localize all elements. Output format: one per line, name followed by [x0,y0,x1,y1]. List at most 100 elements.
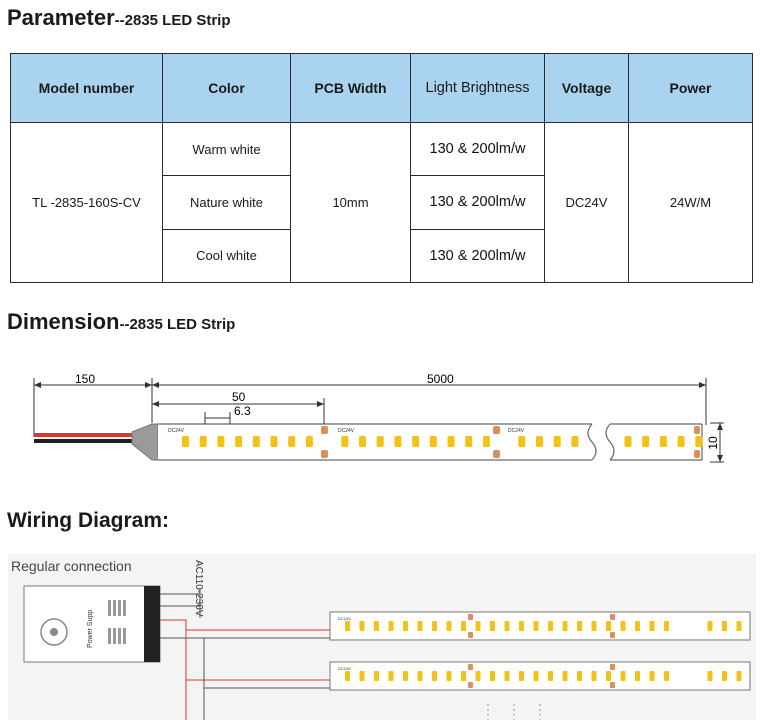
wiring-heading: Wiring Diagram: [7,509,169,533]
cell-brightness-3: 130 & 200lm/w [410,228,545,284]
led-chip [305,436,313,447]
led-chip [707,621,713,631]
solder-pad [610,682,615,688]
solder-pad [694,426,700,434]
led-chip [345,621,350,631]
solder-pad [321,426,328,434]
table-row: Nature white 130 & 200lm/w [11,175,753,230]
wiring-caption: Regular connection [11,558,132,574]
led-chip [388,671,394,681]
header-power: Power [628,53,753,123]
parameter-title: Parameter [7,5,115,30]
dimension-title: Dimension [7,309,120,334]
led-chip [199,436,207,447]
led-chip [722,671,727,681]
cell-power: 24W/M [628,122,753,283]
led-chip [736,671,742,681]
header-voltage: Voltage [544,53,629,123]
led-chip [620,621,626,631]
led-chip [461,671,466,681]
cell-voltage: DC24V [544,122,629,283]
solder-pad [610,614,615,620]
led-chip [359,671,365,681]
led-chip [536,436,543,447]
solder-pad [468,632,473,638]
cell-model-number: TL -2835-160S-CV [10,122,163,283]
led-chip [394,436,402,447]
solder-pad [493,450,500,458]
led-chip [620,671,626,681]
led-chip [359,436,366,447]
led-chip [571,436,579,447]
led-chip [374,671,379,681]
led-chip [635,621,640,631]
strip-body [329,611,751,641]
led-chip [664,621,669,631]
led-chip [635,671,640,681]
led-chip [722,621,727,631]
led-chip [659,436,667,447]
header-pcb-width: PCB Width [290,53,411,123]
strip1-pcb-label: DC24V [338,616,351,621]
led-chip [388,621,394,631]
dim-strip-length: 5000 [427,372,454,386]
led-chip [417,671,423,681]
led-chip [235,436,243,447]
led-chip [475,621,481,631]
led-row [182,436,703,447]
pcb-label-1: DC24V [168,428,185,434]
power-supply [23,585,161,663]
led-chip [562,621,568,631]
led-chip [403,621,408,631]
led-chip [288,436,296,447]
parameter-table: Model number Color PCB Width Light Brigh… [10,53,753,284]
led-chip [429,436,437,447]
wiring-title: Wiring Diagram: [7,509,169,532]
led-chip [624,436,632,447]
led-strip-2 [329,661,751,691]
solder-pad [468,664,473,670]
led-chip [642,436,650,447]
led-chip [376,436,384,447]
led-strip-1 [329,611,751,641]
led-chip [482,436,490,447]
led-chip [403,671,408,681]
led-chip [736,621,742,631]
solder-pad [321,450,328,458]
led-chip [707,671,713,681]
fan-icon [40,618,68,646]
wiring-diagram: Regular connection AC110-230V Power Supp… [8,554,756,720]
led-chip [475,671,481,681]
cell-brightness-2: 130 & 200lm/w [410,175,545,230]
dim-segment-length: 50 [232,390,246,404]
solder-pad [468,682,473,688]
break-mark [587,423,615,461]
dimension-subtitle: --2835 LED Strip [119,316,236,333]
dim-led-pitch: 6.3 [234,404,251,418]
led-chip [533,671,539,681]
led-chip [341,436,349,447]
solder-pads [321,426,700,458]
led-chip [548,671,553,681]
led-chip [490,621,495,631]
led-chip [252,436,260,447]
dimension-heading: Dimension--2835 LED Strip [7,309,235,335]
led-chip [412,436,420,447]
led-chip [519,621,524,631]
input-voltage-label: AC110-230V [193,560,204,617]
led-chip [664,671,669,681]
pcb-label-2: DC24V [338,428,355,434]
led-chip [432,621,437,631]
header-color: Color [162,53,291,123]
header-model-number: Model number [10,53,163,123]
led-chip [345,671,350,681]
cell-color-warm: Warm white [162,121,291,177]
led-chip [447,436,455,447]
led-chip [504,671,510,681]
solder-pad [610,632,615,638]
led-chip [695,436,703,447]
dim-width: 10 [706,436,720,450]
parameter-heading: Parameter--2835 LED Strip [7,5,231,31]
table-row: TL -2835-160S-CV Warm white 10mm 130 & 2… [10,121,753,283]
parameter-subtitle: --2835 LED Strip [114,12,231,29]
